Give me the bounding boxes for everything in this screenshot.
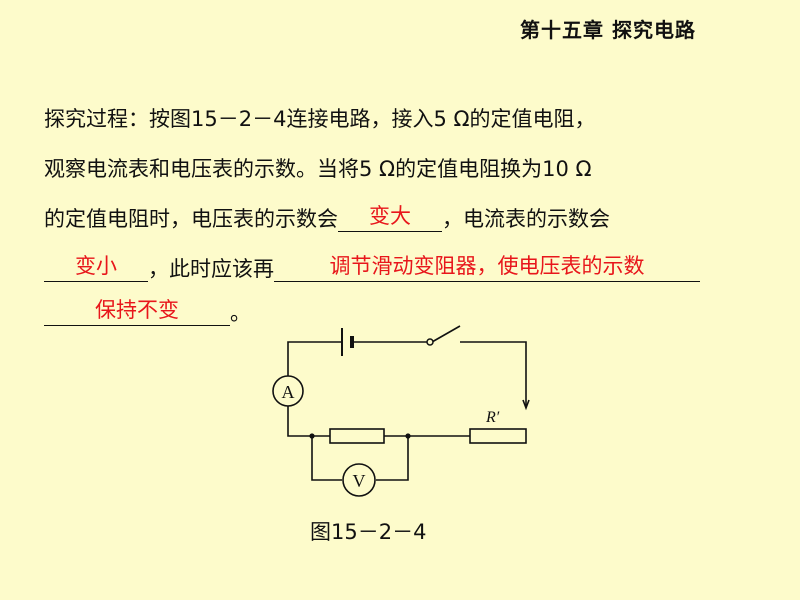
chapter-title: 第十五章 探究电路 — [520, 18, 696, 42]
answer-voltage: 变大 — [369, 204, 411, 228]
text-line-3-after: ，电流表的示数会 — [442, 207, 610, 231]
answer-keep: 保持不变 — [95, 298, 179, 322]
rheostat-body — [469, 428, 527, 444]
switch-contact — [426, 338, 434, 346]
blank-action: 调节滑动变阻器，使电压表的示数 — [274, 254, 700, 282]
answer-action: 调节滑动变阻器，使电压表的示数 — [329, 254, 645, 278]
wire-ammeter-bottom — [287, 406, 330, 437]
circuit-diagram: A V R′ — [272, 325, 530, 497]
slider-arrowhead — [522, 399, 530, 411]
blank-current: 变小 — [44, 254, 148, 282]
voltmeter-label: V — [353, 471, 366, 491]
wire-top-right — [460, 341, 527, 406]
figure-caption: 图15－2－4 — [310, 520, 427, 544]
text-line-3: 的定值电阻时，电压表的示数会 变大 ，电流表的示数会 — [44, 204, 764, 232]
answer-current: 变小 — [75, 254, 117, 278]
ammeter — [272, 375, 304, 407]
text-line-4-mid: ，此时应该再 — [148, 257, 274, 281]
ammeter-label: A — [282, 382, 295, 402]
text-line-5-end: 。 — [230, 301, 251, 325]
switch-blade — [431, 325, 461, 343]
wire-voltmeter-right — [376, 436, 409, 481]
wire-voltmeter-left — [311, 436, 342, 481]
rheostat-label: R′ — [485, 409, 500, 426]
text-line-4: 变小 ，此时应该再 调节滑动变阻器，使电压表的示数 — [44, 254, 764, 282]
text-line-5: 保持不变 。 — [44, 298, 764, 326]
text-line-1: 探究过程：按图15－2－4连接电路，接入5 Ω的定值电阻， — [44, 106, 764, 132]
voltmeter — [342, 463, 376, 497]
junction-left — [309, 433, 315, 439]
text-line-1-content: 探究过程：按图15－2－4连接电路，接入5 Ω的定值电阻， — [44, 107, 596, 131]
junction-right — [405, 433, 411, 439]
text-line-2-content: 观察电流表和电压表的示数。当将5 Ω的定值电阻换为10 Ω — [44, 157, 592, 181]
wire-top-left — [287, 341, 342, 376]
text-line-2: 观察电流表和电压表的示数。当将5 Ω的定值电阻换为10 Ω — [44, 156, 764, 182]
blank-keep: 保持不变 — [44, 298, 230, 326]
text-line-3-before: 的定值电阻时，电压表的示数会 — [44, 207, 338, 231]
fixed-resistor — [329, 428, 385, 444]
blank-voltage: 变大 — [338, 204, 442, 232]
